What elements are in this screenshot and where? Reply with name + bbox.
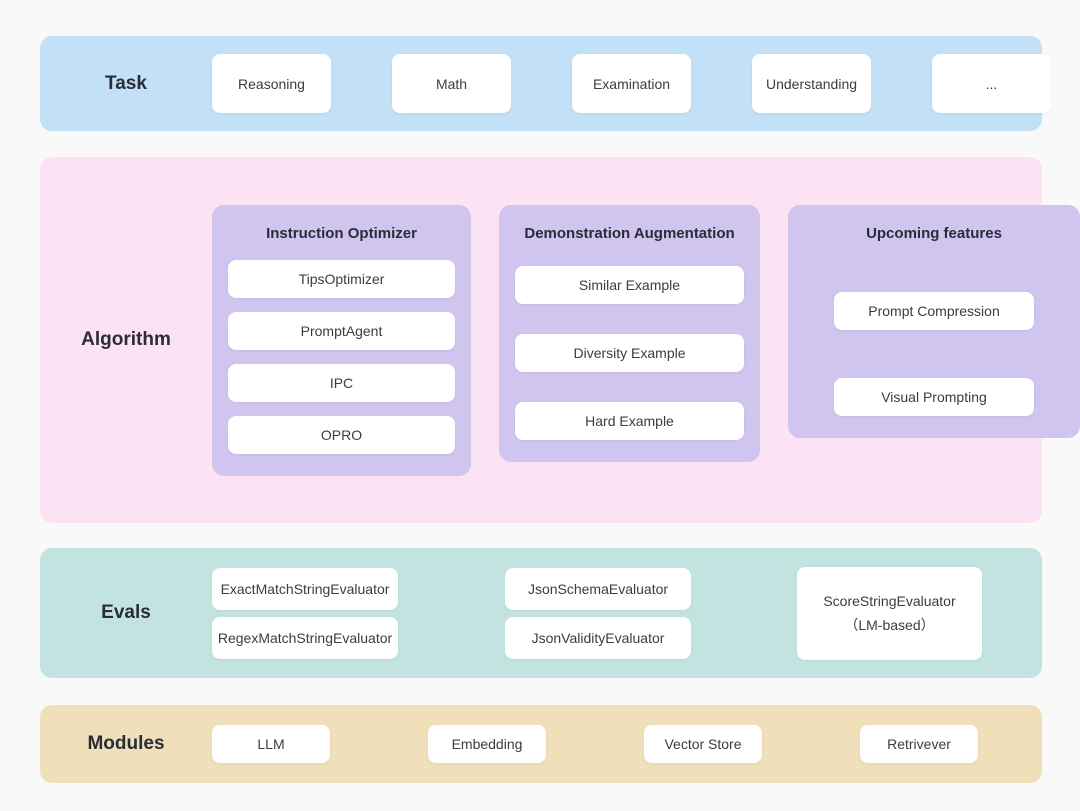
algo-chip-hard-example[interactable]: Hard Example [515,401,744,440]
eval-chip-jsonvalidityevaluator[interactable]: JsonValidityEvaluator [505,616,691,659]
panel-title: Demonstration Augmentation [524,224,735,242]
task-card-label: ... [985,75,998,92]
task-band: Task Reasoning Math Examination Understa… [40,36,1051,131]
algo-chip-visual-prompting[interactable]: Visual Prompting [834,377,1034,416]
panel-title: Upcoming features [866,224,1002,242]
task-card-label: Understanding [765,75,858,92]
eval-chip-regexmatchstringevaluator[interactable]: RegexMatchStringEvaluator [212,616,398,659]
evals-content: ExactMatchStringEvaluator RegexMatchStri… [212,566,1042,660]
task-card-label: Examination [592,75,671,92]
module-card-label: Retrivever [887,736,951,752]
algo-chip-similar-example[interactable]: Similar Example [515,265,744,304]
task-card-list: Reasoning Math Examination Understanding… [212,54,1051,113]
evals-column-string-matchers: ExactMatchStringEvaluator RegexMatchStri… [212,567,398,659]
task-band-label: Task [105,72,147,94]
module-card-embedding[interactable]: Embedding [428,725,546,763]
task-card-label: Math [435,75,468,92]
algo-chip-ipc[interactable]: IPC [228,363,455,402]
algo-chip-prompt-compression[interactable]: Prompt Compression [834,291,1034,330]
evals-band-label: Evals [101,602,151,623]
algo-chip-tipsoptimizer[interactable]: TipsOptimizer [228,259,455,298]
eval-chip-label: JsonValidityEvaluator [531,629,665,646]
eval-chip-label: JsonSchemaEvaluator [527,580,669,597]
eval-chip-exactmatchstringevaluator[interactable]: ExactMatchStringEvaluator [212,567,398,610]
eval-chip-label: ExactMatchStringEvaluator [220,580,390,597]
algorithm-panel-instruction-optimizer: Instruction Optimizer TipsOptimizer Prom… [212,204,471,476]
panel-chip-list: Prompt Compression Visual Prompting [804,260,1064,416]
panel-title: Instruction Optimizer [266,224,417,242]
task-card-understanding[interactable]: Understanding [752,54,871,113]
algorithm-panel-demonstration-augmentation: Demonstration Augmentation Similar Examp… [499,204,760,462]
algorithm-band-label: Algorithm [81,329,171,350]
algorithm-band: Algorithm Instruction Optimizer TipsOpti… [40,157,1080,523]
modules-band: Modules LLM Embedding Vector Store Retri… [40,705,1042,783]
module-card-vector-store[interactable]: Vector Store [644,725,762,763]
algo-chip-label: PromptAgent [300,322,383,339]
module-card-label: Vector Store [664,736,742,752]
module-card-label: LLM [257,736,285,752]
algo-chip-label: TipsOptimizer [298,270,385,287]
algorithm-panel-upcoming-features: Upcoming features Prompt Compression Vis… [788,204,1080,438]
modules-card-list: LLM Embedding Vector Store Retrivever [212,725,1042,763]
panel-chip-list: TipsOptimizer PromptAgent IPC OPRO [228,259,455,454]
task-card-math[interactable]: Math [392,54,511,113]
eval-chip-scorestringevaluator[interactable]: ScoreStringEvaluator （LM-based） [797,566,982,660]
task-card-label: Reasoning [238,75,305,92]
algo-chip-label: Hard Example [585,412,674,429]
evals-column-json-evaluators: JsonSchemaEvaluator JsonValidityEvaluato… [505,567,691,659]
task-card-more[interactable]: ... [932,54,1051,113]
algo-chip-promptagent[interactable]: PromptAgent [228,311,455,350]
module-card-label: Embedding [451,736,523,752]
algo-chip-label: IPC [329,374,354,391]
module-card-retriever[interactable]: Retrivever [860,725,978,763]
algo-chip-label: Similar Example [578,276,681,293]
task-card-reasoning[interactable]: Reasoning [212,54,331,113]
modules-band-label: Modules [87,733,165,754]
algo-chip-label: Prompt Compression [868,302,1000,319]
algo-chip-label: OPRO [320,426,363,443]
eval-chip-jsonschemaevaluator[interactable]: JsonSchemaEvaluator [505,567,691,610]
algo-chip-diversity-example[interactable]: Diversity Example [515,333,744,372]
algo-chip-label: Visual Prompting [881,388,987,405]
evals-band: Evals ExactMatchStringEvaluator RegexMat… [40,548,1042,678]
algorithm-panel-list: Instruction Optimizer TipsOptimizer Prom… [212,204,1080,476]
eval-chip-label-primary: ScoreStringEvaluator [823,592,956,609]
algo-chip-opro[interactable]: OPRO [228,415,455,454]
task-card-examination[interactable]: Examination [572,54,691,113]
module-card-llm[interactable]: LLM [212,725,330,763]
eval-chip-label: RegexMatchStringEvaluator [217,629,393,646]
algo-chip-label: Diversity Example [573,344,686,361]
panel-chip-list: Similar Example Diversity Example Hard E… [515,260,744,440]
eval-chip-label-secondary: （LM-based） [844,617,935,633]
